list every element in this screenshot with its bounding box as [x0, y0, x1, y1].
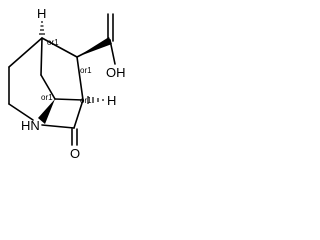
- stereo-label-c1: or1: [47, 38, 59, 47]
- molecule-structure-diagram: H H OH HN O or1 or1 or1 or1: [8, 6, 126, 161]
- atom-label-o: O: [70, 146, 80, 161]
- atom-label-oh: OH: [106, 65, 126, 80]
- bond-c1-ch2-left: [8, 37, 43, 68]
- bond-c3-c4: [54, 98, 84, 101]
- bond-c3-carbonyl: [73, 99, 84, 129]
- wedge-bond-cooh: [77, 37, 112, 57]
- stereo-label-c4: or1: [41, 93, 53, 102]
- stereo-label-c2: or1: [80, 66, 92, 75]
- atom-label-nh: HN: [21, 118, 40, 133]
- atom-label-h-top: H: [37, 6, 46, 21]
- wedge-bond-n: [38, 99, 55, 124]
- bond-ch2-lower-n: [8, 103, 34, 121]
- bond-bridge-c4: [40, 74, 56, 100]
- hashed-bond-right-h: [87, 96, 104, 104]
- bond-c2-c3: [76, 56, 84, 101]
- bond-c1-c2: [41, 37, 78, 58]
- stereo-label-c3: or1: [80, 96, 92, 105]
- hashed-bond-top-h: [39, 21, 45, 35]
- bond-carbonyl-n: [41, 124, 75, 129]
- atom-label-h-right: H: [107, 93, 116, 108]
- bond-c1-bridge: [40, 37, 43, 76]
